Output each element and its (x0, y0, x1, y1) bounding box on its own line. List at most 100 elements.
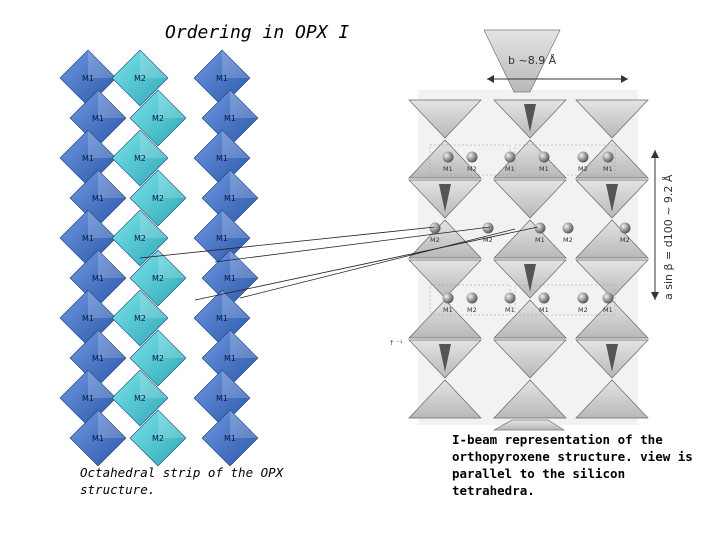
octahedron: M1 (193, 209, 251, 267)
octahedron-label: M1 (82, 154, 94, 163)
octahedron-label: M2 (152, 434, 164, 443)
tetrahedron-up (408, 219, 482, 259)
connector-line (239, 228, 516, 299)
octahedron: M1 (69, 329, 127, 387)
octahedron-label: M1 (224, 194, 236, 203)
octahedron-label: M1 (224, 354, 236, 363)
octahedron: M2 (129, 249, 187, 307)
octahedron: M1 (201, 329, 259, 387)
octahedron-highlight (140, 50, 168, 78)
cation-sphere (482, 222, 494, 234)
tetrahedron-up (493, 379, 567, 419)
cation-label: M2 (620, 236, 630, 244)
tetrahedron-up (493, 299, 567, 339)
connector-line (214, 226, 491, 263)
octahedron-label: M1 (216, 74, 228, 83)
octahedron-highlight (158, 250, 186, 278)
tetrahedron-down (408, 259, 482, 299)
octahedron-label: M1 (82, 394, 94, 403)
octahedron: M1 (201, 409, 259, 467)
octahedron-highlight (222, 370, 250, 398)
tetrahedron-down (493, 179, 567, 219)
octahedron-label: M1 (224, 114, 236, 123)
octahedron-label: M2 (152, 194, 164, 203)
cation-sphere (466, 292, 478, 304)
connector-line (194, 226, 539, 301)
cation-label: M2 (430, 236, 440, 244)
octahedron-face (111, 49, 169, 107)
octahedron-highlight (158, 330, 186, 358)
octahedron-face (111, 129, 169, 187)
cation-label: M1 (443, 306, 453, 314)
arrow-head-bottom (651, 292, 659, 300)
cation-label: M1 (603, 165, 613, 173)
cation-sphere (538, 151, 550, 163)
octahedron: M1 (193, 129, 251, 187)
octahedron-highlight (140, 130, 168, 158)
top-tetrahedron-chain (483, 29, 561, 93)
tetrahedron-down (493, 339, 567, 379)
tetrahedron-up (575, 379, 649, 419)
dark-tetrahedron (606, 184, 618, 212)
tetrahedron-up (575, 299, 649, 339)
unit-cell-frame (429, 284, 511, 316)
octahedron-highlight (222, 290, 250, 318)
cation-sphere (538, 292, 550, 304)
octahedron-highlight (88, 210, 116, 238)
cation-sphere (442, 151, 454, 163)
octahedron-face (129, 249, 187, 307)
octahedron-face (69, 409, 127, 467)
octahedron-highlight (98, 170, 126, 198)
dark-tetrahedron (439, 184, 451, 212)
right-caption: I-beam representation of the orthopyroxe… (452, 432, 693, 498)
octahedron-highlight (98, 330, 126, 358)
cation-label: M1 (539, 306, 549, 314)
b-dimension-label: b ~8.9 Å (508, 54, 557, 67)
octahedron-highlight (140, 290, 168, 318)
tetrahedron-up (408, 299, 482, 339)
bottom-tetrahedron-chain (492, 419, 566, 431)
octahedron: M2 (111, 369, 169, 427)
cation-sphere (602, 292, 614, 304)
octahedron-highlight (222, 210, 250, 238)
octahedron-label: M2 (152, 354, 164, 363)
octahedron: M2 (129, 329, 187, 387)
octahedron-highlight (88, 290, 116, 318)
tetrahedron-down (575, 99, 649, 139)
cation-sphere (466, 151, 478, 163)
octahedron: M2 (111, 129, 169, 187)
octahedron-highlight (98, 90, 126, 118)
octahedron-highlight (230, 410, 258, 438)
cation-label: M1 (535, 236, 545, 244)
octahedron-highlight (158, 90, 186, 118)
octahedron-label: M1 (82, 314, 94, 323)
octahedron: M2 (129, 409, 187, 467)
cation-label: M2 (563, 236, 573, 244)
octahedron-label: M1 (92, 434, 104, 443)
unit-cell-frame (514, 284, 616, 316)
tetrahedron-up (575, 219, 649, 259)
cation-sphere (577, 151, 589, 163)
octahedron-label: M1 (92, 274, 104, 283)
octahedron-label: M1 (216, 394, 228, 403)
octahedron: M1 (69, 89, 127, 147)
tetrahedron-down (408, 99, 482, 139)
octahedron-face (201, 409, 259, 467)
octahedron: M1 (69, 409, 127, 467)
octahedron-highlight (158, 410, 186, 438)
octahedron-label: M1 (92, 194, 104, 203)
connector-lines (139, 226, 539, 301)
dark-tetrahedron (439, 344, 451, 372)
octahedron: M1 (193, 369, 251, 427)
dark-tetrahedron (524, 264, 536, 292)
octahedron-label: M1 (216, 154, 228, 163)
octahedron-face (111, 369, 169, 427)
octahedron-label: M2 (152, 274, 164, 283)
octahedron-face (129, 409, 187, 467)
octahedron: M2 (111, 289, 169, 347)
octahedron-face (129, 329, 187, 387)
octahedron-highlight (88, 50, 116, 78)
